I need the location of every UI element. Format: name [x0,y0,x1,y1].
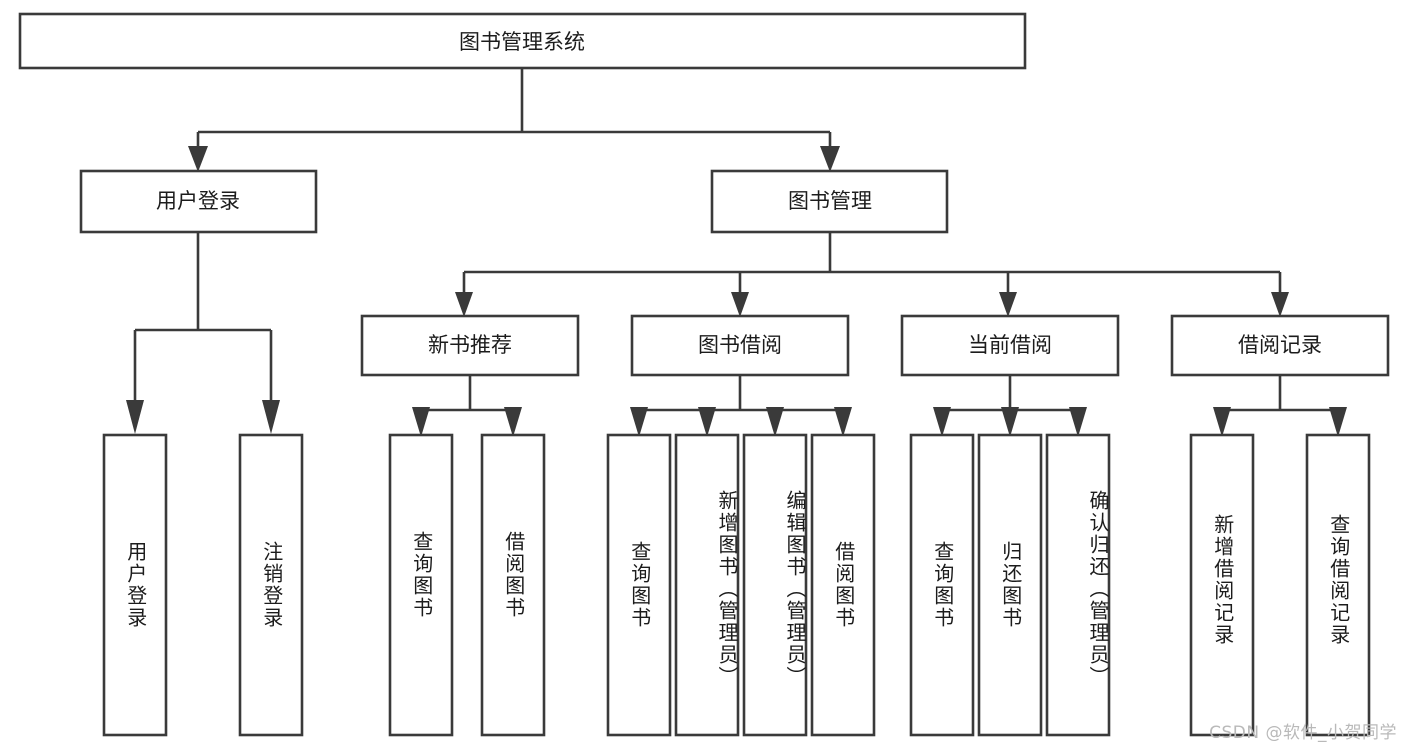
leaf-box-query-book-nb[interactable] [388,433,454,737]
node-root-label: 图书管理系统 [459,30,585,54]
arrow-newbook-leaf2 [504,407,522,437]
arrowheads [126,146,1347,437]
node-root[interactable]: 图书管理系统 [18,12,1027,70]
leaf-box-query-record[interactable] [1305,433,1371,737]
arrow-to-leaf-logout [262,400,280,434]
arrow-to-borrow-record [1271,292,1289,317]
leaf-box-add-record[interactable] [1189,433,1255,737]
leaf-box-query-book-cb[interactable] [909,433,975,737]
node-book-borrow[interactable]: 图书借阅 [630,314,850,377]
node-current-borrow-box[interactable] [900,314,1120,377]
arrow-newbook-leaf1 [412,407,430,437]
arrow-currentborrow-leaf2 [1001,407,1019,437]
leaf-box-return-book[interactable] [977,433,1043,737]
node-user-login-label: 用户登录 [156,189,240,213]
leaf-box-confirm-return[interactable] [1045,433,1111,737]
leaf-box-add-book[interactable] [674,433,740,737]
arrow-borrowrecord-leaf2 [1329,407,1347,437]
node-book-manage-box[interactable] [710,169,949,234]
arrow-bookborrow-leaf2 [698,407,716,437]
node-new-book-recommend-box[interactable] [360,314,580,377]
node-user-login-box[interactable] [79,169,318,234]
node-root-box[interactable] [18,12,1027,70]
node-borrow-record[interactable]: 借阅记录 [1170,314,1390,377]
leaf-box-query-book-bb[interactable] [606,433,672,737]
node-current-borrow-label: 当前借阅 [968,333,1052,357]
watermark-text: CSDN @软件_小贺同学 [1209,723,1397,743]
node-current-borrow[interactable]: 当前借阅 [900,314,1120,377]
arrow-to-leaf-user-login [126,400,144,434]
node-borrow-record-box[interactable] [1170,314,1390,377]
node-book-manage[interactable]: 图书管理 [710,169,949,234]
arrow-to-new-book [455,292,473,317]
node-book-borrow-label: 图书借阅 [698,333,782,357]
node-book-borrow-box[interactable] [630,314,850,377]
arrow-to-book-borrow [731,292,749,317]
node-user-login[interactable]: 用户登录 [79,169,318,234]
arrow-to-current-borrow [999,292,1017,317]
leaf-box-borrow-book-nb[interactable] [480,433,546,737]
node-borrow-record-label: 借阅记录 [1238,333,1322,357]
leaf-box-logout[interactable] [238,433,304,737]
leaf-box-edit-book[interactable] [742,433,808,737]
arrow-bookborrow-leaf4 [834,407,852,437]
leaf-box-user-login[interactable] [102,433,168,737]
node-new-book-recommend[interactable]: 新书推荐 [360,314,580,377]
node-book-manage-label: 图书管理 [788,189,872,213]
leaf-box-borrow-book-bb[interactable] [810,433,876,737]
arrow-currentborrow-leaf1 [933,407,951,437]
arrow-bookborrow-leaf3 [766,407,784,437]
arrow-currentborrow-leaf3 [1069,407,1087,437]
arrow-borrowrecord-leaf1 [1213,407,1231,437]
arrow-to-book-manage [820,146,840,172]
arrow-bookborrow-leaf1 [630,407,648,437]
node-new-book-recommend-label: 新书推荐 [428,333,512,357]
arrow-to-user-login [188,146,208,172]
leaf-boxes [102,433,1371,737]
